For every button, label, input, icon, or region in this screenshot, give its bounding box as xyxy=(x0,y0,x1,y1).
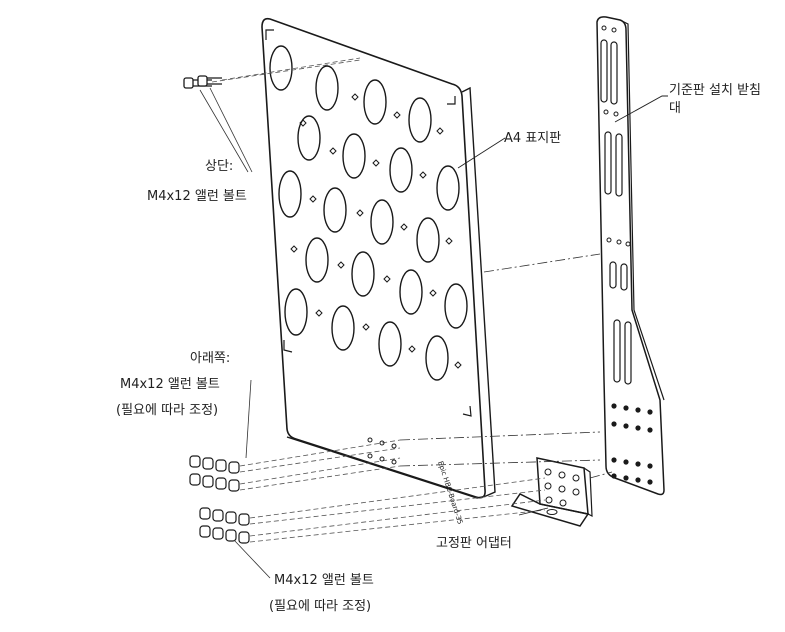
stand-small-holes xyxy=(601,25,631,247)
alignment-marks xyxy=(290,93,462,369)
reference-plate-stand xyxy=(596,16,665,496)
fixing-plate-adapter xyxy=(510,457,593,527)
extra-bolts-label-2: (필요에 따라 조정) xyxy=(269,599,372,614)
bottom-allen-bolts xyxy=(189,379,401,492)
support-label-1: 기준판 설치 받침 xyxy=(669,83,761,98)
target-holes xyxy=(269,45,468,381)
a4-target-plate: Epic HBC-Board-35 xyxy=(261,17,496,525)
stand-slots xyxy=(600,39,632,385)
top-bolts-label-1: 상단: xyxy=(205,159,234,174)
target-plate-label: A4 표지판 xyxy=(504,131,562,146)
label-leader-lines xyxy=(457,95,668,516)
extra-bolts-label-1: M4x12 앨런 볼트 xyxy=(274,573,374,588)
top-bolts-label-2: M4x12 앨런 볼트 xyxy=(147,189,247,204)
top-allen-bolts xyxy=(183,57,361,173)
bottom-plate-bolt-holes xyxy=(367,437,397,465)
bottom-bolts-label-1: 아래쪽: xyxy=(190,351,231,366)
support-label-2: 대 xyxy=(669,101,681,116)
extra-allen-bolts xyxy=(199,477,546,579)
adapter-label: 고정판 어댑터 xyxy=(436,536,512,551)
bottom-bolts-label-2: M4x12 앨런 볼트 xyxy=(120,377,220,392)
adapter-holes xyxy=(544,468,580,515)
bottom-bolts-label-3: (필요에 따라 조정) xyxy=(116,403,219,418)
stand-mounting-holes xyxy=(611,403,653,485)
assembly-guide-lines xyxy=(399,253,613,479)
